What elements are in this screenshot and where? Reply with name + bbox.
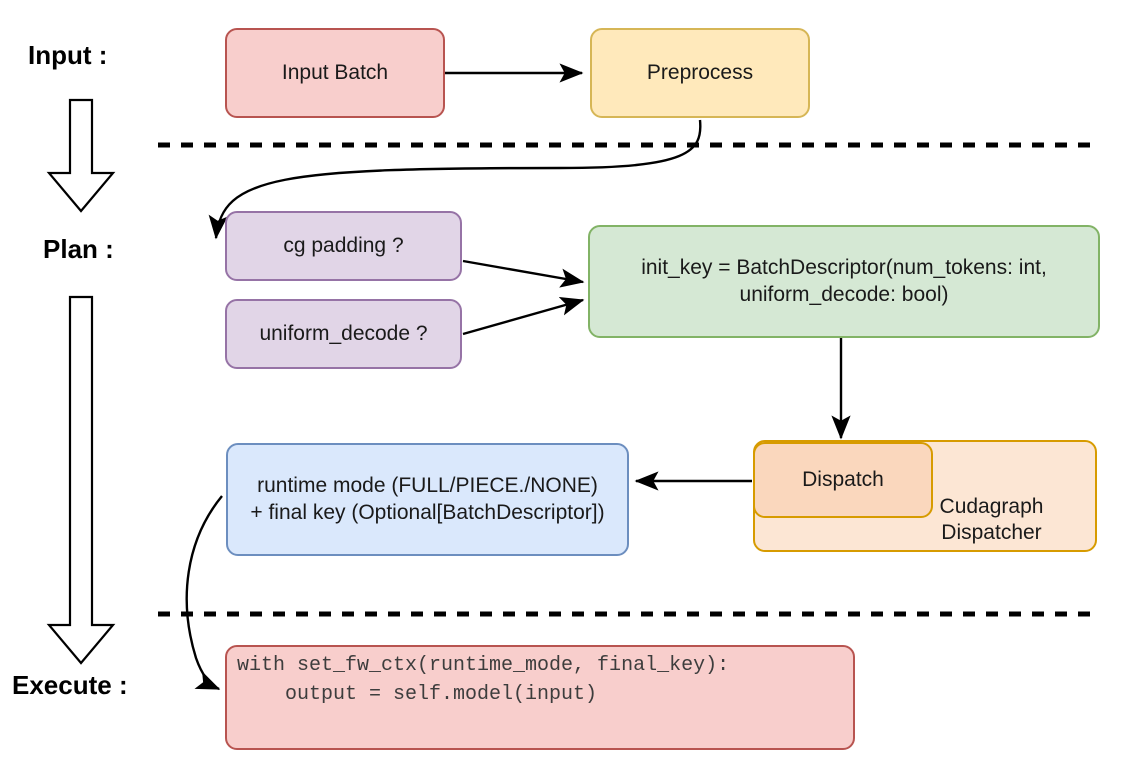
node-cudagraph-dispatcher-line1: Cudagraph — [939, 494, 1044, 518]
stage-label-input: Input : — [28, 40, 108, 70]
stage-label-execute: Execute : — [12, 670, 128, 700]
node-execute-code[interactable]: with set_fw_ctx(runtime_mode, final_key)… — [225, 645, 855, 750]
node-input-batch-label: Input Batch — [281, 60, 389, 84]
node-init-key-line2: uniform_decode: bool) — [739, 282, 949, 306]
stage-label-plan: Plan : — [43, 234, 114, 264]
node-dispatch-label: Dispatch — [802, 467, 884, 491]
node-dispatch[interactable]: Dispatch — [753, 442, 933, 518]
node-runtime-mode-line2: + final key (Optional[BatchDescriptor]) — [250, 500, 605, 524]
node-cg-padding-label: cg padding ? — [283, 233, 404, 257]
stage-arrow-input-to-plan — [46, 98, 116, 213]
node-execute-code-line2: output = self.model(input) — [237, 683, 598, 706]
node-execute-code-line1: with set_fw_ctx(runtime_mode, final_key)… — [237, 654, 730, 677]
wire-uniform-decode-to-init-key — [462, 296, 585, 336]
wire-runtime-mode-to-execute-code — [185, 495, 223, 691]
wire-cg-padding-to-init-key — [462, 259, 585, 288]
node-cudagraph-dispatcher-line2: Dispatcher — [941, 520, 1042, 544]
node-init-key-line1: init_key = BatchDescriptor(num_tokens: i… — [641, 256, 1047, 280]
node-runtime-mode[interactable]: runtime mode (FULL/PIECE./NONE) + final … — [226, 443, 629, 556]
stage-arrow-plan-to-execute — [46, 295, 116, 665]
node-uniform-decode[interactable]: uniform_decode ? — [225, 299, 462, 369]
node-preprocess[interactable]: Preprocess — [590, 28, 810, 118]
node-uniform-decode-label: uniform_decode ? — [259, 321, 428, 345]
node-preprocess-label: Preprocess — [646, 60, 754, 84]
node-cg-padding[interactable]: cg padding ? — [225, 211, 462, 281]
node-init-key[interactable]: init_key = BatchDescriptor(num_tokens: i… — [588, 225, 1100, 338]
node-runtime-mode-line1: runtime mode (FULL/PIECE./NONE) — [257, 474, 598, 498]
node-input-batch[interactable]: Input Batch — [225, 28, 445, 118]
